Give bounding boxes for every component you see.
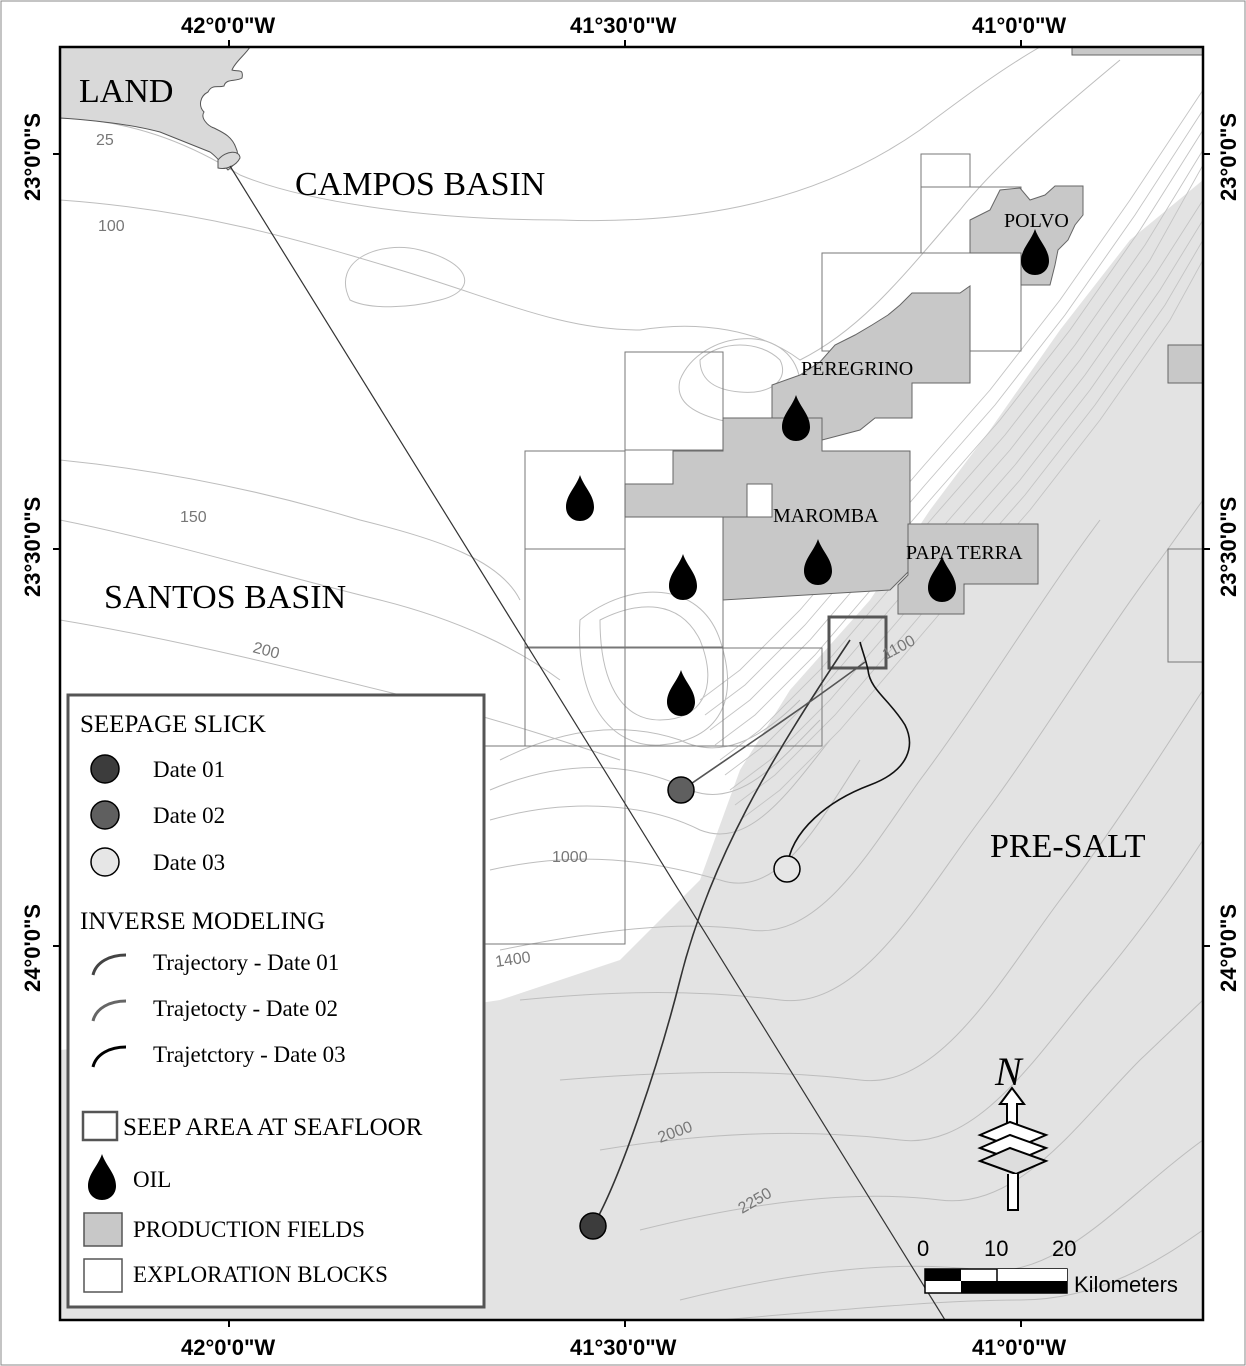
legend-production: PRODUCTION FIELDS <box>133 1217 365 1242</box>
lat-label-right: 23°30'0"S <box>1216 497 1241 597</box>
production-edge-block <box>1167 344 1203 384</box>
depth-label: 150 <box>180 509 207 526</box>
exploration-blocks <box>483 153 1022 945</box>
depth-label: 1000 <box>552 849 588 866</box>
lon-label-top: 41°30'0"W <box>570 13 677 38</box>
map-frame <box>58 45 1205 1322</box>
land-area <box>60 47 251 171</box>
legend-traj03-swatch <box>91 1045 127 1068</box>
peregrino-label: PEREGRINO <box>801 358 913 380</box>
legend-traj02: Trajetocty - Date 02 <box>153 996 338 1021</box>
legend-exploration: EXPLORATION BLOCKS <box>133 1262 388 1287</box>
bathymetry-contours <box>60 47 1203 1320</box>
legend-production-swatch <box>83 1212 123 1247</box>
exploration-edge-block <box>1167 548 1203 663</box>
depth-label: 1400 <box>494 949 532 971</box>
trajectory-date01 <box>592 639 851 1227</box>
legend-oil: OIL <box>133 1167 171 1192</box>
legend-exploration-swatch <box>83 1258 123 1293</box>
legend-seep-area: SEEP AREA AT SEAFLOOR <box>123 1114 423 1141</box>
papa-terra-label: PAPA TERRA <box>906 542 1023 564</box>
depth-label: 200 <box>251 639 281 662</box>
legend-seep-area-swatch <box>81 1110 119 1142</box>
depth-label: 25 <box>96 132 114 149</box>
maromba-label: MAROMBA <box>773 505 879 527</box>
land-label: LAND <box>79 73 173 110</box>
north-label: N <box>994 1049 1024 1094</box>
legend-date03: Date 03 <box>153 850 225 875</box>
graticule-ticks <box>53 40 1210 1327</box>
scale-bar: 0 10 20 Kilometers <box>917 1236 1178 1297</box>
lat-label-right: 24°0'0"S <box>1216 904 1241 992</box>
scale-tick: 20 <box>1052 1236 1076 1261</box>
legend-date01-swatch <box>90 754 120 784</box>
island-shape <box>217 151 241 169</box>
scale-unit: Kilometers <box>1074 1272 1178 1297</box>
lon-label-top: 42°0'0"W <box>181 13 275 38</box>
legend-modeling-title: INVERSE MODELING <box>80 908 325 935</box>
santos-basin-label: SANTOS BASIN <box>104 579 346 616</box>
lon-label-top: 41°0'0"W <box>972 13 1066 38</box>
trajectory-date02 <box>681 661 866 791</box>
production-edge-block <box>1071 47 1203 56</box>
legend-traj03: Trajetctory - Date 03 <box>153 1042 346 1067</box>
lat-label-left: 23°0'0"S <box>20 113 45 201</box>
legend-date01: Date 01 <box>153 757 225 782</box>
lat-label-right: 23°0'0"S <box>1216 113 1241 201</box>
trajectory-date03 <box>786 641 911 870</box>
seepage-date02-point <box>667 776 695 804</box>
presalt-label: PRE-SALT <box>990 828 1146 865</box>
lon-label-bottom: 41°30'0"W <box>570 1335 677 1360</box>
legend-date02-swatch <box>90 800 120 830</box>
seepage-date01-point <box>579 1212 607 1240</box>
polvo-label: POLVO <box>1004 210 1069 232</box>
lat-label-left: 24°0'0"S <box>20 904 45 992</box>
lon-label-bottom: 41°0'0"W <box>972 1335 1066 1360</box>
campos-basin-label: CAMPOS BASIN <box>295 166 545 203</box>
legend-seepage-title: SEEPAGE SLICK <box>80 711 266 738</box>
lon-label-bottom: 42°0'0"W <box>181 1335 275 1360</box>
legend-traj02-swatch <box>91 999 127 1022</box>
basin-boundary-line <box>229 165 946 1320</box>
legend-date03-swatch <box>90 847 120 877</box>
north-arrow-icon: N <box>977 1049 1049 1211</box>
legend-traj01: Trajectory - Date 01 <box>153 950 339 975</box>
polvo-field <box>969 185 1084 286</box>
legend-date02: Date 02 <box>153 803 225 828</box>
scale-tick: 10 <box>984 1236 1008 1261</box>
lat-label-left: 23°30'0"S <box>20 497 45 597</box>
legend: SEEPAGE SLICK Date 01 Date 02 Date 03 IN… <box>66 693 486 1309</box>
depth-label: 100 <box>98 218 125 235</box>
scale-tick: 0 <box>917 1236 929 1261</box>
legend-traj01-swatch <box>91 953 127 976</box>
seepage-date03-point <box>773 855 801 883</box>
